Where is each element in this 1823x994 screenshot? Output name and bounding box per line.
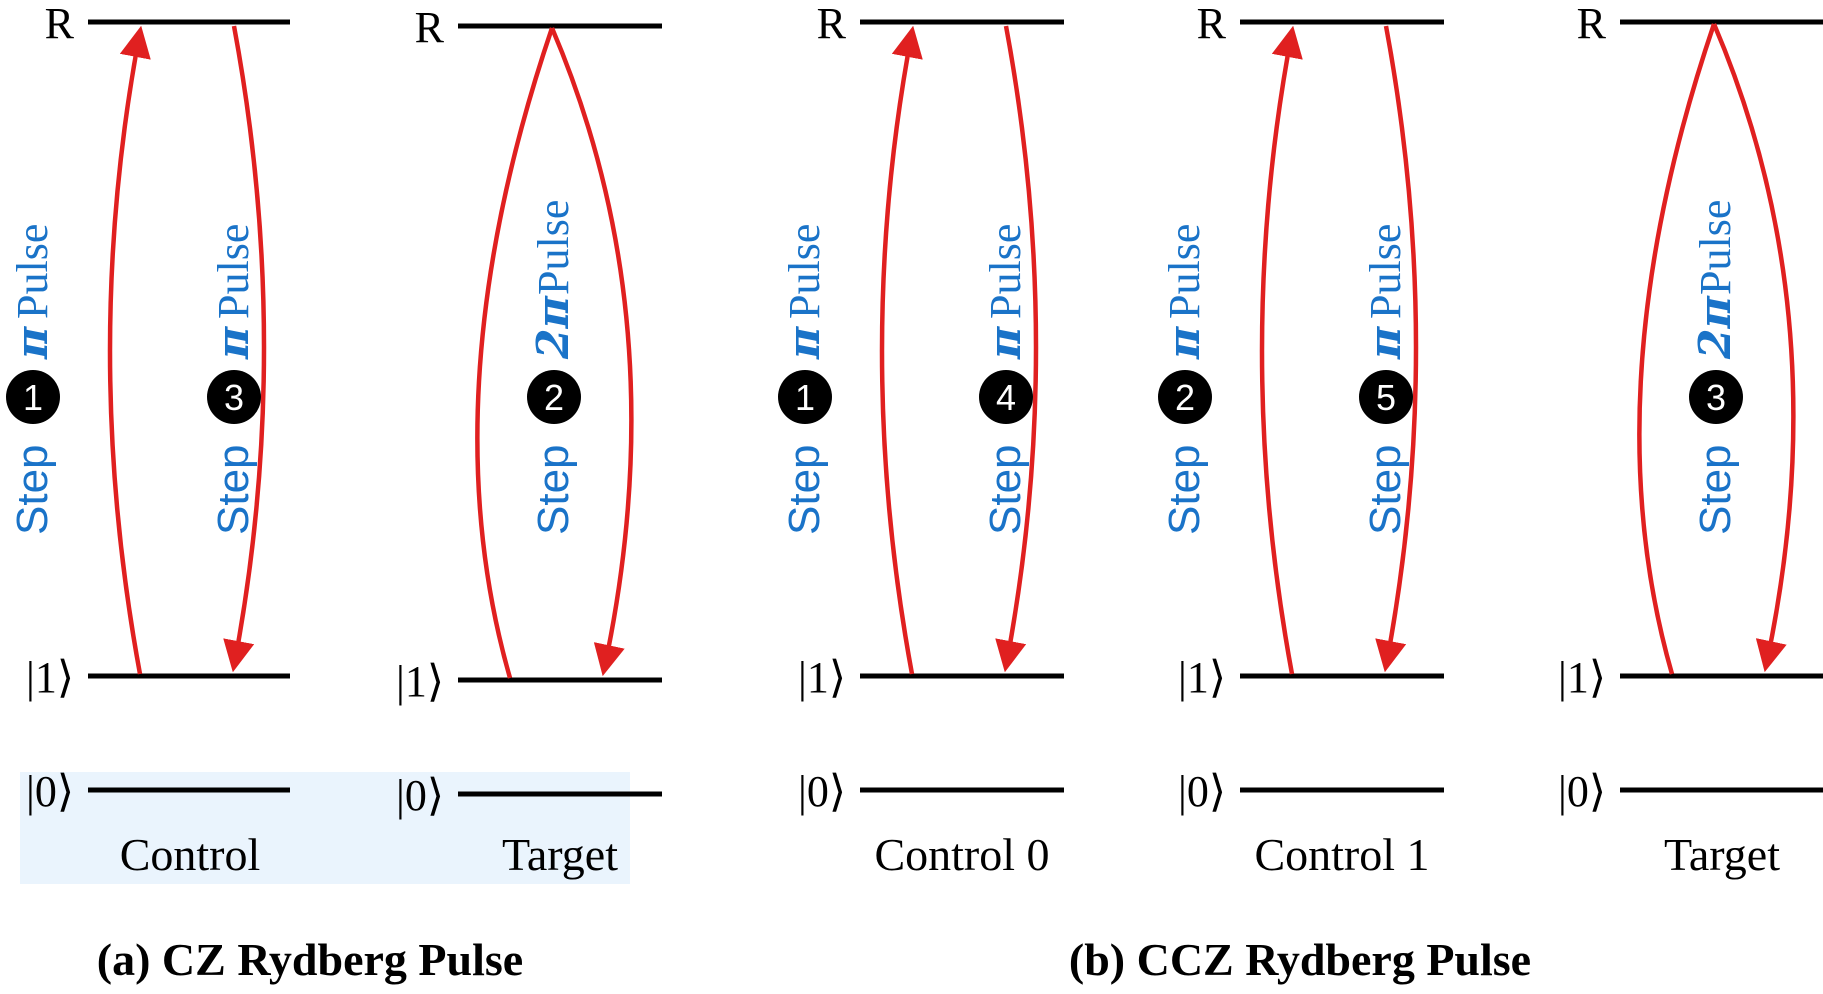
step-number-badge [778,370,832,424]
step-number-badge [1689,370,1743,424]
qubit-1-name: Target [502,829,618,880]
qubit-3-pulse-label-1: Step 5 π Pulse [1359,224,1413,535]
pulse-symbol: π [1159,326,1210,360]
step-number: 1 [23,377,43,418]
qubit-3-zero-label: |0⟩ [1178,767,1226,816]
qubit-1-one-label: |1⟩ [396,657,444,706]
qubit-3-pulse-label-0: Step 2 π Pulse [1158,224,1212,535]
pulse-symbol: π [7,326,58,360]
qubit-1-cycle-down-arc [549,27,634,677]
pulse-symbol: 2π [1690,295,1741,360]
qubit-3-excite-arrow [1259,25,1303,675]
qubit-4-one-label: |1⟩ [1558,653,1606,702]
qubit-3-name: Control 1 [1254,829,1429,880]
step-word: Step [1691,444,1740,535]
qubit-2-zero-label: |0⟩ [798,767,846,816]
caption-cz: (a) CZ Rydberg Pulse [97,934,523,985]
step-word: Step [8,444,57,535]
qubit-0-rydberg-label: R [45,0,75,48]
pulse-word: Pulse [1160,224,1209,319]
pulse-word: Pulse [8,224,57,319]
step-word: Step [1361,444,1410,535]
qubit-2-one-label: |1⟩ [798,653,846,702]
qubit-0-zero-label: |0⟩ [26,767,74,816]
qubit-0-deexcite-arrow [223,25,267,673]
step-word: Step [209,444,258,535]
qubit-0-one-label: |1⟩ [26,653,74,702]
step-word: Step [1160,444,1209,535]
step-number-badge [207,370,261,424]
pulse-word: Pulse [1361,224,1410,319]
pulse-word: Pulse [529,200,578,295]
qubit-4-name: Target [1664,829,1780,880]
qubit-2-pulse-label-1: Step 4 π Pulse [979,224,1033,535]
pulse-symbol: π [980,326,1031,360]
step-word: Step [981,444,1030,535]
step-number: 5 [1376,377,1396,418]
step-number: 2 [1175,377,1195,418]
qubit-3-deexcite-arrow [1375,25,1419,673]
step-word: Step [529,444,578,535]
step-number-badge [527,370,581,424]
qubit-4-rydberg-label: R [1577,0,1607,48]
pulse-word: Pulse [1691,200,1740,295]
qubit-1-rydberg-label: R [415,3,445,52]
step-number: 1 [795,377,815,418]
qubit-1-zero-label: |0⟩ [396,771,444,820]
qubit-2-excite-arrow [879,25,923,675]
qubit-1-cycle-up-arc [475,27,555,679]
step-number-badge [1158,370,1212,424]
pulse-word: Pulse [981,224,1030,319]
qubit-2-name: Control 0 [874,829,1049,880]
qubit-0-pulse-label-0: Step 1 π Pulse [6,224,60,535]
qubit-3-one-label: |1⟩ [1178,653,1226,702]
step-number-badge [6,370,60,424]
qubit-0-pulse-label-1: Step 3 π Pulse [207,224,261,535]
qubit-4-cycle-up-arc [1637,23,1717,675]
pulse-symbol: 2π [528,295,579,360]
step-number: 2 [544,377,564,418]
pulse-symbol: π [779,326,830,360]
qubit-0-excite-arrow [107,25,151,675]
pulse-symbol: π [208,326,259,360]
step-number: 3 [1706,377,1726,418]
qubit-0-name: Control [120,829,261,880]
pulse-word: Pulse [209,224,258,319]
step-number: 4 [996,377,1016,418]
step-number-badge [1359,370,1413,424]
qubit-2-rydberg-label: R [817,0,847,48]
caption-ccz: (b) CCZ Rydberg Pulse [1069,934,1531,985]
pulse-symbol: π [1360,326,1411,360]
qubit-2-pulse-label-0: Step 1 π Pulse [778,224,832,535]
pulse-word: Pulse [780,224,829,319]
qubit-3-rydberg-label: R [1197,0,1227,48]
step-number-badge [979,370,1033,424]
qubit-2-deexcite-arrow [995,25,1039,673]
qubit-4-zero-label: |0⟩ [1558,767,1606,816]
step-number: 3 [224,377,244,418]
qubit-4-cycle-down-arc [1711,23,1796,673]
step-word: Step [780,444,829,535]
